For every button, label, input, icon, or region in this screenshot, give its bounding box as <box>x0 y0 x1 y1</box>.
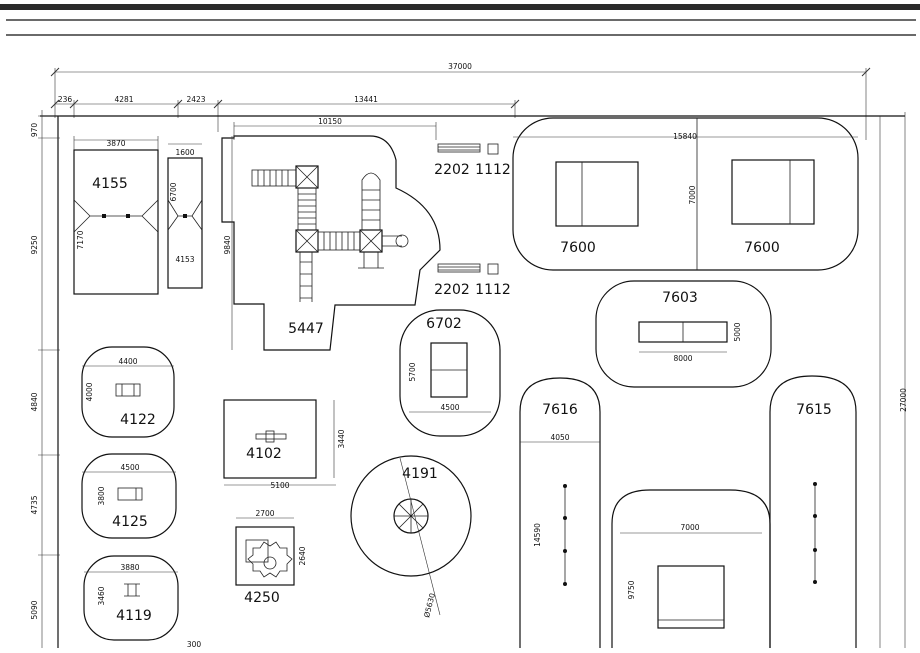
site-boundary <box>40 112 906 648</box>
left-dim-4735: 4735 <box>30 495 39 514</box>
top-dim-236: 236 <box>58 95 73 104</box>
dim-4155-height: 7170 <box>76 230 85 249</box>
equipment-7615: 7615 <box>769 375 857 648</box>
equipment-4155: 3870 7170 4155 <box>73 136 159 295</box>
code-bench-lower: 2202 <box>434 282 470 298</box>
equipment-7000-area: 7000 9750 <box>611 489 771 648</box>
equipment-6702: 4500 5700 6702 <box>399 309 501 437</box>
left-dim-9250: 9250 <box>30 235 39 254</box>
dim-7600-width: 15840 <box>673 132 697 141</box>
code-4153: 4153 <box>175 255 194 264</box>
dim-4250-height: 2640 <box>298 546 307 565</box>
dim-4119-height: 3460 <box>97 586 106 605</box>
code-bin-lower: 1112 <box>475 282 511 298</box>
code-6702: 6702 <box>426 316 462 332</box>
dim-5447-height: 9840 <box>223 235 232 254</box>
code-4102: 4102 <box>246 446 282 462</box>
dim-6702-height: 5700 <box>408 362 417 381</box>
dim-4153-width: 1600 <box>175 148 194 157</box>
code-4191: 4191 <box>402 466 438 482</box>
dim-4102-height: 3440 <box>337 429 346 448</box>
dim-4102-width: 5100 <box>270 481 289 490</box>
left-chain-dimension: 970 9250 4840 4735 5090 <box>30 110 60 648</box>
code-7603: 7603 <box>662 290 698 306</box>
equipment-4122: 4400 4000 4122 <box>81 346 175 438</box>
dim-7000-width: 7000 <box>680 523 699 532</box>
code-bin-upper: 1112 <box>475 162 511 178</box>
equipment-7616: 4050 14590 7616 <box>519 377 601 648</box>
dim-7616-height: 14590 <box>533 523 542 547</box>
bin-1112-lower: 1112 <box>475 263 511 298</box>
overall-height-label: 27000 <box>899 388 908 412</box>
overall-width-label: 37000 <box>448 62 472 71</box>
code-7615: 7615 <box>796 402 832 418</box>
dim-4250-width: 2700 <box>255 509 274 518</box>
left-dim-5090: 5090 <box>30 600 39 619</box>
dim-4125-width: 4500 <box>120 463 139 472</box>
equipment-4250: 2700 2640 4250 <box>235 509 307 606</box>
equipment-4119: 3880 3460 4119 <box>83 555 179 641</box>
dim-6702-width: 4500 <box>440 403 459 412</box>
bin-1112-upper: 1112 <box>475 143 511 178</box>
equipment-4153: 1600 6700 4153 <box>167 143 203 289</box>
dim-4122-width: 4400 <box>118 357 137 366</box>
overall-width-dimension: 37000 <box>50 62 871 140</box>
top-dim-2423: 2423 <box>186 95 205 104</box>
dim-7000-height: 9750 <box>627 580 636 599</box>
dim-5447-width: 10150 <box>318 117 342 126</box>
bottom-dimension-note: 300 <box>187 640 202 649</box>
code-4122: 4122 <box>120 412 156 428</box>
dim-4153-height: 6700 <box>169 182 178 201</box>
equipment-5447: 10150 9840 5447 <box>221 117 441 351</box>
left-dim-970: 970 <box>30 123 39 138</box>
top-dim-4281: 4281 <box>114 95 133 104</box>
code-7616: 7616 <box>542 402 578 418</box>
dim-7603-height: 5000 <box>733 322 742 341</box>
equipment-4125: 4500 3800 4125 <box>81 453 177 539</box>
code-bench-upper: 2202 <box>434 162 470 178</box>
overall-height-dimension: 27000 <box>879 116 908 648</box>
top-chain-dimension: 236 4281 2423 13441 <box>50 95 520 132</box>
equipment-7600-pair: 15840 7000 7600 7600 <box>512 117 859 271</box>
bench-2202-lower: 2202 <box>434 263 481 298</box>
dim-4191-diameter: Ø5630 <box>422 592 437 619</box>
dim-4119-width: 3880 <box>120 563 139 572</box>
dim-7616-width: 4050 <box>550 433 569 442</box>
scan-edge-bar <box>0 4 920 10</box>
dim-4155-width: 3870 <box>106 139 125 148</box>
equipment-4102: 5100 3440 4102 <box>223 399 346 490</box>
equipment-7603: 8000 5000 7603 <box>595 280 772 388</box>
left-dim-4840: 4840 <box>30 392 39 411</box>
dim-7603-width: 8000 <box>673 354 692 363</box>
code-4155: 4155 <box>92 176 128 192</box>
dim-4125-height: 3800 <box>97 486 106 505</box>
dim-7600-height: 7000 <box>688 185 697 204</box>
bench-2202-upper: 2202 <box>434 143 481 178</box>
equipment-4191: 4191 Ø5630 <box>350 455 472 619</box>
code-7600-left: 7600 <box>560 240 596 256</box>
top-dim-13441: 13441 <box>354 95 378 104</box>
code-4119: 4119 <box>116 608 152 624</box>
dim-4122-height: 4000 <box>85 382 94 401</box>
code-4125: 4125 <box>112 514 148 530</box>
code-4250: 4250 <box>244 590 280 606</box>
code-5447: 5447 <box>288 321 324 337</box>
code-7600-right: 7600 <box>744 240 780 256</box>
